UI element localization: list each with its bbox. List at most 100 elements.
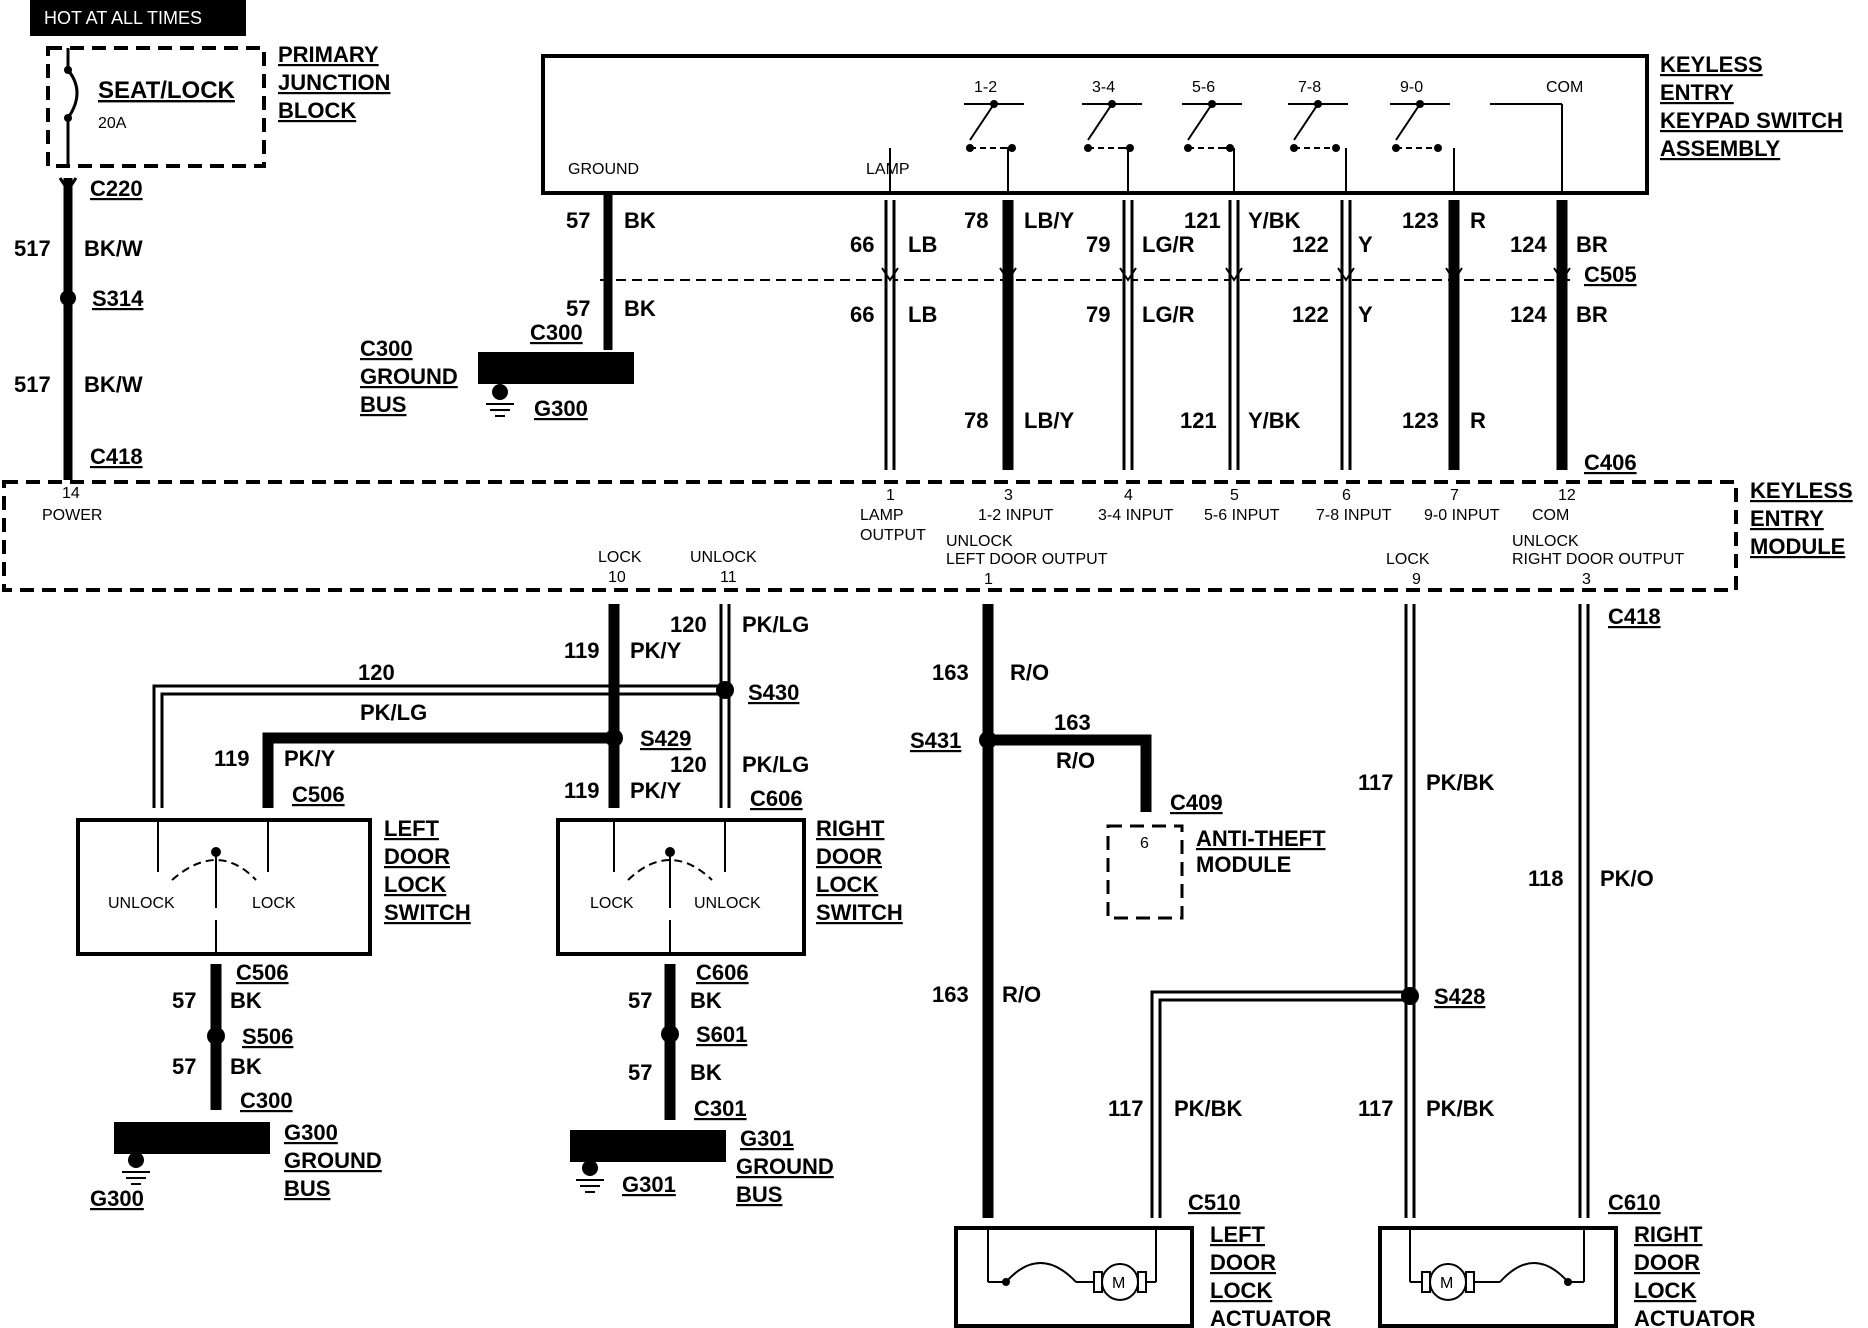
switch-contact-9-0 [1395, 103, 1421, 141]
keypad-title-4: ASSEMBLY [1660, 136, 1781, 161]
right-door-lock-actuator [1378, 1226, 1618, 1328]
c300-bot-label: C300 [240, 1088, 293, 1113]
s506-label: S506 [242, 1024, 293, 1049]
w117b-color: PK/BK [1174, 1096, 1243, 1121]
right-switch-l3: LOCK [816, 872, 878, 897]
wire-517b-num: 517 [14, 372, 51, 397]
switch-contact-3-4 [1087, 103, 1113, 141]
w117b-num: 117 [1108, 1096, 1144, 1121]
module-pin-label-5: 5-6 INPUT [1204, 507, 1280, 524]
gbl-label-2: GROUND [284, 1148, 382, 1173]
keypad-title-1: KEYLESS [1660, 52, 1763, 77]
fuse-icon [66, 48, 79, 166]
module-pin-label-12: COM [1532, 507, 1569, 524]
splice-s601 [661, 1025, 679, 1043]
s429-label: S429 [640, 726, 691, 751]
left-act-l2: DOOR [1210, 1250, 1276, 1275]
unlock-pin-label: UNLOCK [690, 549, 757, 566]
wire-78b-num: 78 [964, 408, 988, 433]
w163a-color: R/O [1010, 660, 1049, 685]
w163h-num: 163 [1054, 710, 1091, 735]
module-pin-label-6: 7-8 INPUT [1316, 507, 1392, 524]
w119h-num: 119 [214, 746, 250, 771]
splice-s430 [716, 681, 734, 699]
hot-at-all-times-bar [30, 0, 246, 36]
switch-label-3-4: 3-4 [1092, 79, 1115, 96]
wire-121-color: Y/BK [1248, 208, 1301, 233]
w119a-num: 119 [564, 638, 600, 663]
wire-57b-color: BK [624, 296, 656, 321]
wire-124-num: 124 [1510, 232, 1547, 257]
module-pin-label-1: LAMP [860, 507, 904, 524]
unlock-right-l1: UNLOCK [1512, 533, 1579, 550]
s430-label: S430 [748, 680, 799, 705]
wire-122b-color: Y [1358, 302, 1373, 327]
right-act-l1: RIGHT [1634, 1222, 1703, 1247]
module-title-2: ENTRY [1750, 506, 1824, 531]
lamp-output-label: OUTPUT [860, 527, 926, 544]
jb-label-2: JUNCTION [278, 70, 390, 95]
ground-bus-top [478, 352, 634, 384]
wire-66b-color: LB [908, 302, 937, 327]
wire-78-color: LB/Y [1024, 208, 1074, 233]
wire-79-color: LG/R [1142, 232, 1195, 257]
s431-label: S431 [910, 728, 961, 753]
keypad-title-3: KEYPAD SWITCH [1660, 108, 1843, 133]
jb-label-3: BLOCK [278, 98, 356, 123]
left-act-l3: LOCK [1210, 1278, 1272, 1303]
primary-junction-block [46, 46, 266, 168]
wire-79b-num: 79 [1086, 302, 1110, 327]
switch-label-5-6: 5-6 [1192, 79, 1215, 96]
c506-top-label: C506 [292, 782, 345, 807]
ground-bus-right [570, 1130, 726, 1162]
wire-124b-num: 124 [1510, 302, 1547, 327]
left-switch-l4: SWITCH [384, 900, 471, 925]
w57e-num: 57 [628, 988, 652, 1013]
module-title-3: MODULE [1750, 534, 1845, 559]
w163b-num: 163 [932, 982, 969, 1007]
w57f-num: 57 [628, 1060, 652, 1085]
anti-theft-l1: ANTI-THEFT [1196, 826, 1326, 851]
unlock-left-pin: 1 [984, 571, 993, 588]
w119a-color: PK/Y [630, 638, 682, 663]
unlock-right-l2: RIGHT DOOR OUTPUT [1512, 551, 1684, 568]
w117a-num: 117 [1358, 770, 1394, 795]
c606-top-label: C606 [750, 786, 803, 811]
module-pin-12: 12 [1558, 487, 1576, 504]
switch-label-9-0: 9-0 [1400, 79, 1423, 96]
module-pin-5: 5 [1230, 487, 1239, 504]
jb-label-1: PRIMARY [278, 42, 379, 67]
power-pin-num: 14 [62, 485, 80, 502]
w117a-color: PK/BK [1426, 770, 1495, 795]
wire-57-color: BK [624, 208, 656, 233]
c220-label: C220 [90, 176, 143, 201]
module-pin-label-7: 9-0 INPUT [1424, 507, 1500, 524]
fuse-rating: 20A [98, 115, 127, 132]
wire-122b-num: 122 [1292, 302, 1329, 327]
wire-123b-num: 123 [1402, 408, 1439, 433]
keypad-ground-label: GROUND [568, 161, 639, 178]
w118-num: 118 [1528, 866, 1564, 891]
wire-517-num: 517 [14, 236, 51, 261]
unlock-left-l1: UNLOCK [946, 533, 1013, 550]
s601-label: S601 [696, 1022, 747, 1047]
c418-top-label: C418 [90, 444, 143, 469]
keypad-module-wires [881, 148, 1571, 470]
c606-bot-label: C606 [696, 960, 749, 985]
wire-78-num: 78 [964, 208, 988, 233]
right-actuator-motor [1409, 1228, 1585, 1301]
c418-right-label: C418 [1608, 604, 1661, 629]
switch-contact-7-8 [1293, 103, 1319, 141]
wire-79b-color: LG/R [1142, 302, 1195, 327]
wire-163-antitheft [988, 734, 1152, 812]
unlock-pin-num: 11 [720, 569, 737, 586]
module-title-1: KEYLESS [1750, 478, 1853, 503]
power-pin-label: POWER [42, 507, 102, 524]
w120a-color: PK/LG [742, 612, 809, 637]
keypad-com-label: COM [1546, 79, 1583, 96]
c409-label: C409 [1170, 790, 1223, 815]
lock-right-label: LOCK [1386, 551, 1430, 568]
wire-78b-color: LB/Y [1024, 408, 1074, 433]
